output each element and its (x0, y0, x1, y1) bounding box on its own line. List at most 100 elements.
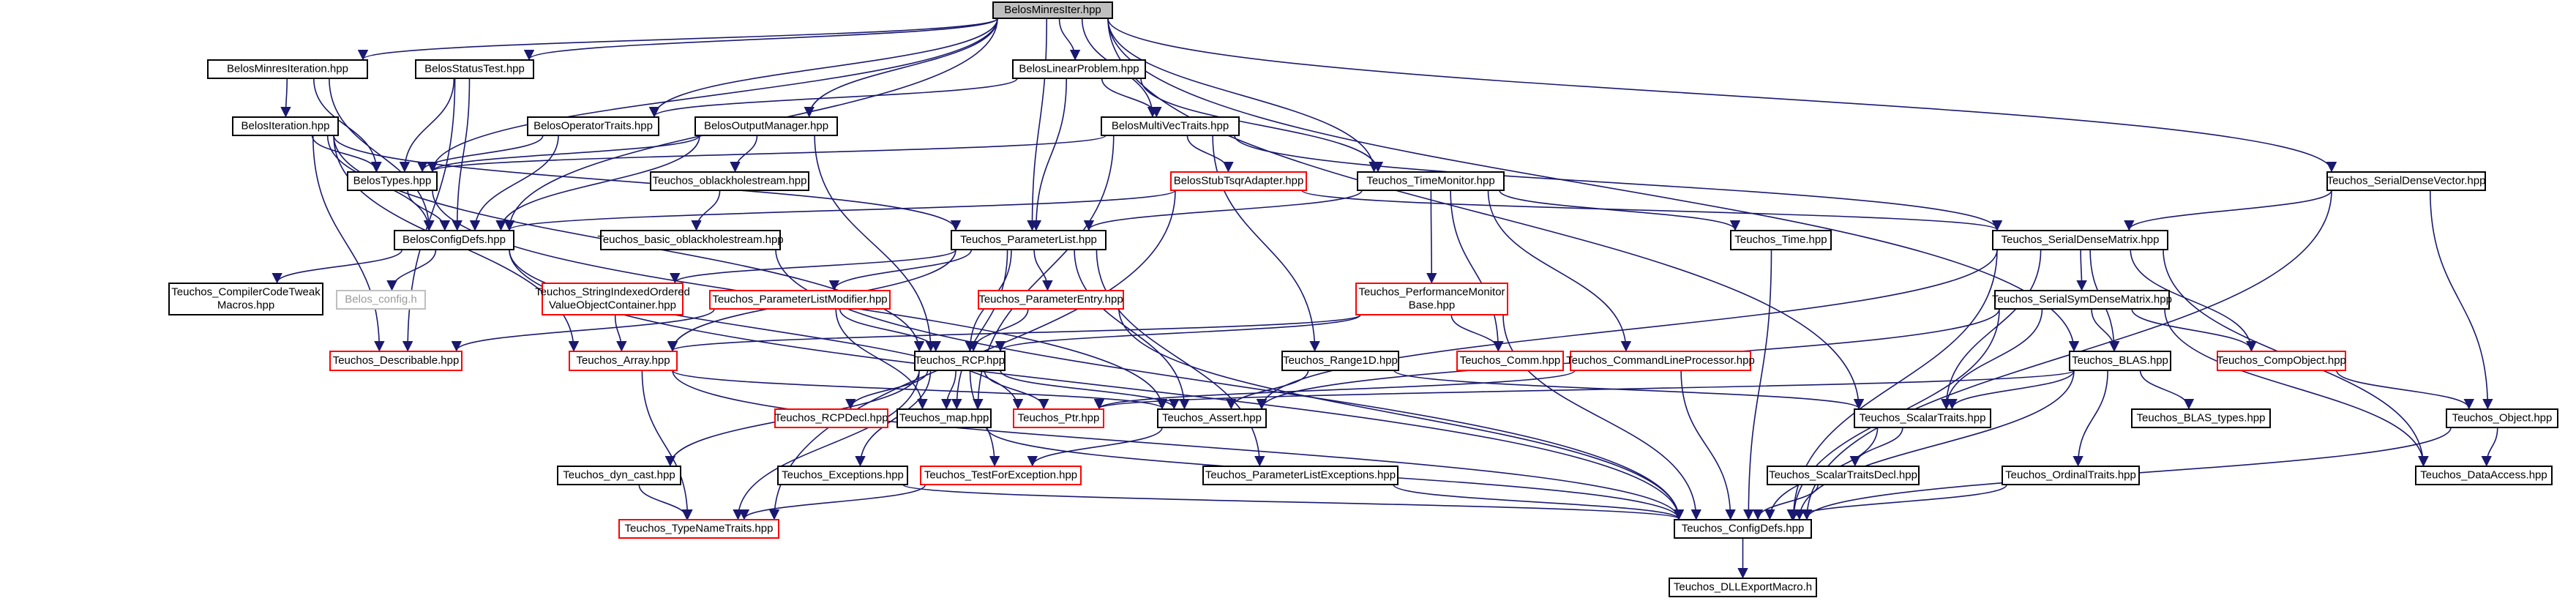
graph-node[interactable]: Teuchos_ScalarTraitsDecl.hpp (1767, 466, 1920, 485)
graph-node[interactable]: Teuchos_Time.hpp (1730, 230, 1832, 250)
dependency-edge (845, 370, 929, 410)
dependency-edge (839, 308, 941, 352)
graph-node[interactable]: Teuchos_DataAccess.hpp (2415, 466, 2553, 485)
dependency-edge (968, 308, 1029, 352)
node-box (1157, 408, 1267, 428)
dependency-edge (509, 249, 1024, 410)
graph-node[interactable]: Teuchos_TestForException.hpp (920, 466, 1082, 485)
node-label: Teuchos_ConfigDefs.hpp (1682, 522, 1805, 534)
dependency-edge (1752, 484, 1819, 520)
node-label: BelosMinresIter.hpp (1004, 4, 1101, 16)
node-label: Teuchos_TypeNameTraits.hpp (625, 522, 774, 534)
node-label: Belos_config.h (345, 293, 416, 305)
node-label: Teuchos_Object.hpp (2452, 411, 2553, 424)
graph-node[interactable]: Teuchos_ParameterList.hpp (951, 230, 1107, 250)
graph-node[interactable]: Teuchos_SerialSymDenseMatrix.hpp (1992, 290, 2172, 310)
graph-node[interactable]: Teuchos_ParameterListExceptions.hpp (1202, 466, 1399, 485)
node-box (2217, 351, 2346, 371)
graph-node[interactable]: BelosLinearProblem.hpp (1012, 59, 1146, 79)
dependency-edge (2073, 370, 2108, 467)
graph-node[interactable]: Teuchos_CommandLineProcessor.hpp (1566, 351, 1755, 371)
node-box (1570, 351, 1751, 371)
graph-node[interactable]: Teuchos_SerialDenseVector.hpp (2326, 171, 2486, 191)
graph-node[interactable]: BelosOutputManager.hpp (694, 116, 838, 136)
node-label: Teuchos_BLAS.hpp (2072, 354, 2168, 367)
node-box (2326, 171, 2486, 191)
graph-node[interactable]: Teuchos_BLAS_types.hpp (2131, 408, 2271, 428)
graph-node[interactable]: Teuchos_BLAS.hpp (2069, 351, 2171, 371)
graph-node[interactable]: BelosStatusTest.hpp (415, 59, 534, 79)
dependency-edge (386, 249, 437, 291)
graph-node[interactable]: Teuchos_Comm.hpp (1456, 351, 1564, 371)
graph-node[interactable]: Teuchos_ScalarTraits.hpp (1854, 408, 1991, 428)
node-box (978, 290, 1124, 310)
dependency-edge (2481, 427, 2498, 467)
graph-node[interactable]: BelosTypes.hpp (347, 171, 438, 191)
graph-node[interactable]: Teuchos_Describable.hpp (329, 351, 463, 371)
node-label: Teuchos_Ptr.hpp (1018, 411, 1100, 424)
node-box (168, 283, 323, 315)
node-box (774, 408, 888, 428)
graph-node[interactable]: BelosIteration.hpp (232, 116, 339, 136)
graph-node[interactable]: Teuchos_CompObject.hpp (2217, 351, 2346, 371)
graph-node[interactable]: Teuchos_RCP.hpp (914, 351, 1006, 371)
node-label: Teuchos_CompilerCodeTweak (171, 285, 321, 298)
dependency-edge (1941, 308, 2043, 410)
dependency-edge (1301, 190, 2002, 231)
graph-node[interactable]: BelosOperatorTraits.hpp (527, 116, 659, 136)
graph-node[interactable]: Teuchos_oblackholestream.hpp (650, 171, 809, 191)
graph-node[interactable]: Teuchos_ConfigDefs.hpp (1674, 519, 1812, 539)
node-box (920, 466, 1082, 485)
graph-node[interactable]: BelosConfigDefs.hpp (394, 230, 514, 250)
graph-node[interactable]: Teuchos_TypeNameTraits.hpp (618, 519, 779, 539)
graph-node[interactable]: BelosMultiVecTraits.hpp (1101, 116, 1240, 136)
dependency-edge (1101, 78, 1162, 118)
node-label: Teuchos_DLLExportMacro.h (1674, 580, 1812, 593)
graph-node[interactable]: Teuchos_Object.hpp (2446, 408, 2558, 428)
graph-node[interactable]: Teuchos_RCPDecl.hpp (774, 408, 888, 428)
graph-node[interactable]: Teuchos_ParameterEntry.hpp (978, 290, 1124, 310)
graph-node[interactable]: Teuchos_Range1D.hpp (1281, 351, 1399, 371)
graph-node[interactable]: BelosMinresIteration.hpp (207, 59, 368, 79)
node-label: BelosMultiVecTraits.hpp (1112, 119, 1229, 132)
dependency-edge (648, 18, 998, 118)
node-box (914, 351, 1006, 371)
node-label: BelosConfigDefs.hpp (402, 233, 506, 246)
node-box (232, 116, 339, 136)
node-box (557, 466, 681, 485)
graph-node[interactable]: Teuchos_dyn_cast.hpp (557, 466, 681, 485)
graph-node[interactable]: Teuchos_TimeMonitor.hpp (1357, 171, 1505, 191)
graph-node[interactable]: Teuchos_Assert.hpp (1157, 408, 1267, 428)
node-label: Teuchos_ParameterListModifier.hpp (712, 293, 887, 305)
graph-node[interactable]: Teuchos_SerialDenseMatrix.hpp (1992, 230, 2168, 250)
dependency-edge (504, 190, 1176, 231)
graph-node[interactable]: Teuchos_Ptr.hpp (1013, 408, 1104, 428)
dependency-edge (1186, 135, 1234, 173)
graph-node[interactable]: Teuchos_OrdinalTraits.hpp (2002, 466, 2140, 485)
graph-node[interactable]: BelosMinresIter.hpp (992, 1, 1113, 19)
graph-node[interactable]: Teuchos_Array.hpp (569, 351, 678, 371)
dependency-edge (2164, 308, 2429, 467)
graph-node[interactable]: Belos_config.h (336, 290, 426, 310)
graph-node[interactable]: Teuchos_Exceptions.hpp (777, 466, 908, 485)
node-label: Teuchos_TestForException.hpp (924, 468, 1077, 481)
node-label: Teuchos_RCPDecl.hpp (774, 411, 888, 424)
node-label: BelosLinearProblem.hpp (1019, 62, 1139, 75)
graph-node[interactable]: BelosStubTsqrAdapter.hpp (1170, 171, 1307, 191)
edge-layer (272, 18, 2498, 579)
graph-node[interactable]: Teuchos_DLLExportMacro.h (1669, 578, 1817, 597)
dependency-edge (2139, 370, 2195, 410)
dependency-edge (1058, 18, 1081, 61)
dependency-edge (1033, 249, 1053, 291)
node-box (1456, 351, 1564, 371)
graph-node[interactable]: Teuchos_map.hpp (896, 408, 992, 428)
graph-node[interactable]: Teuchos_ParameterListModifier.hpp (709, 290, 891, 310)
node-label: BelosOperatorTraits.hpp (533, 119, 653, 132)
dependency-edge (1094, 370, 2075, 410)
node-label: Teuchos_ParameterListExceptions.hpp (1205, 468, 1396, 481)
node-box (896, 408, 992, 428)
graph-node[interactable]: Teuchos_StringIndexedOrderedValueObjectC… (535, 283, 690, 315)
graph-node[interactable]: Teuchos_basic_oblackholestream.hpp (597, 230, 784, 250)
